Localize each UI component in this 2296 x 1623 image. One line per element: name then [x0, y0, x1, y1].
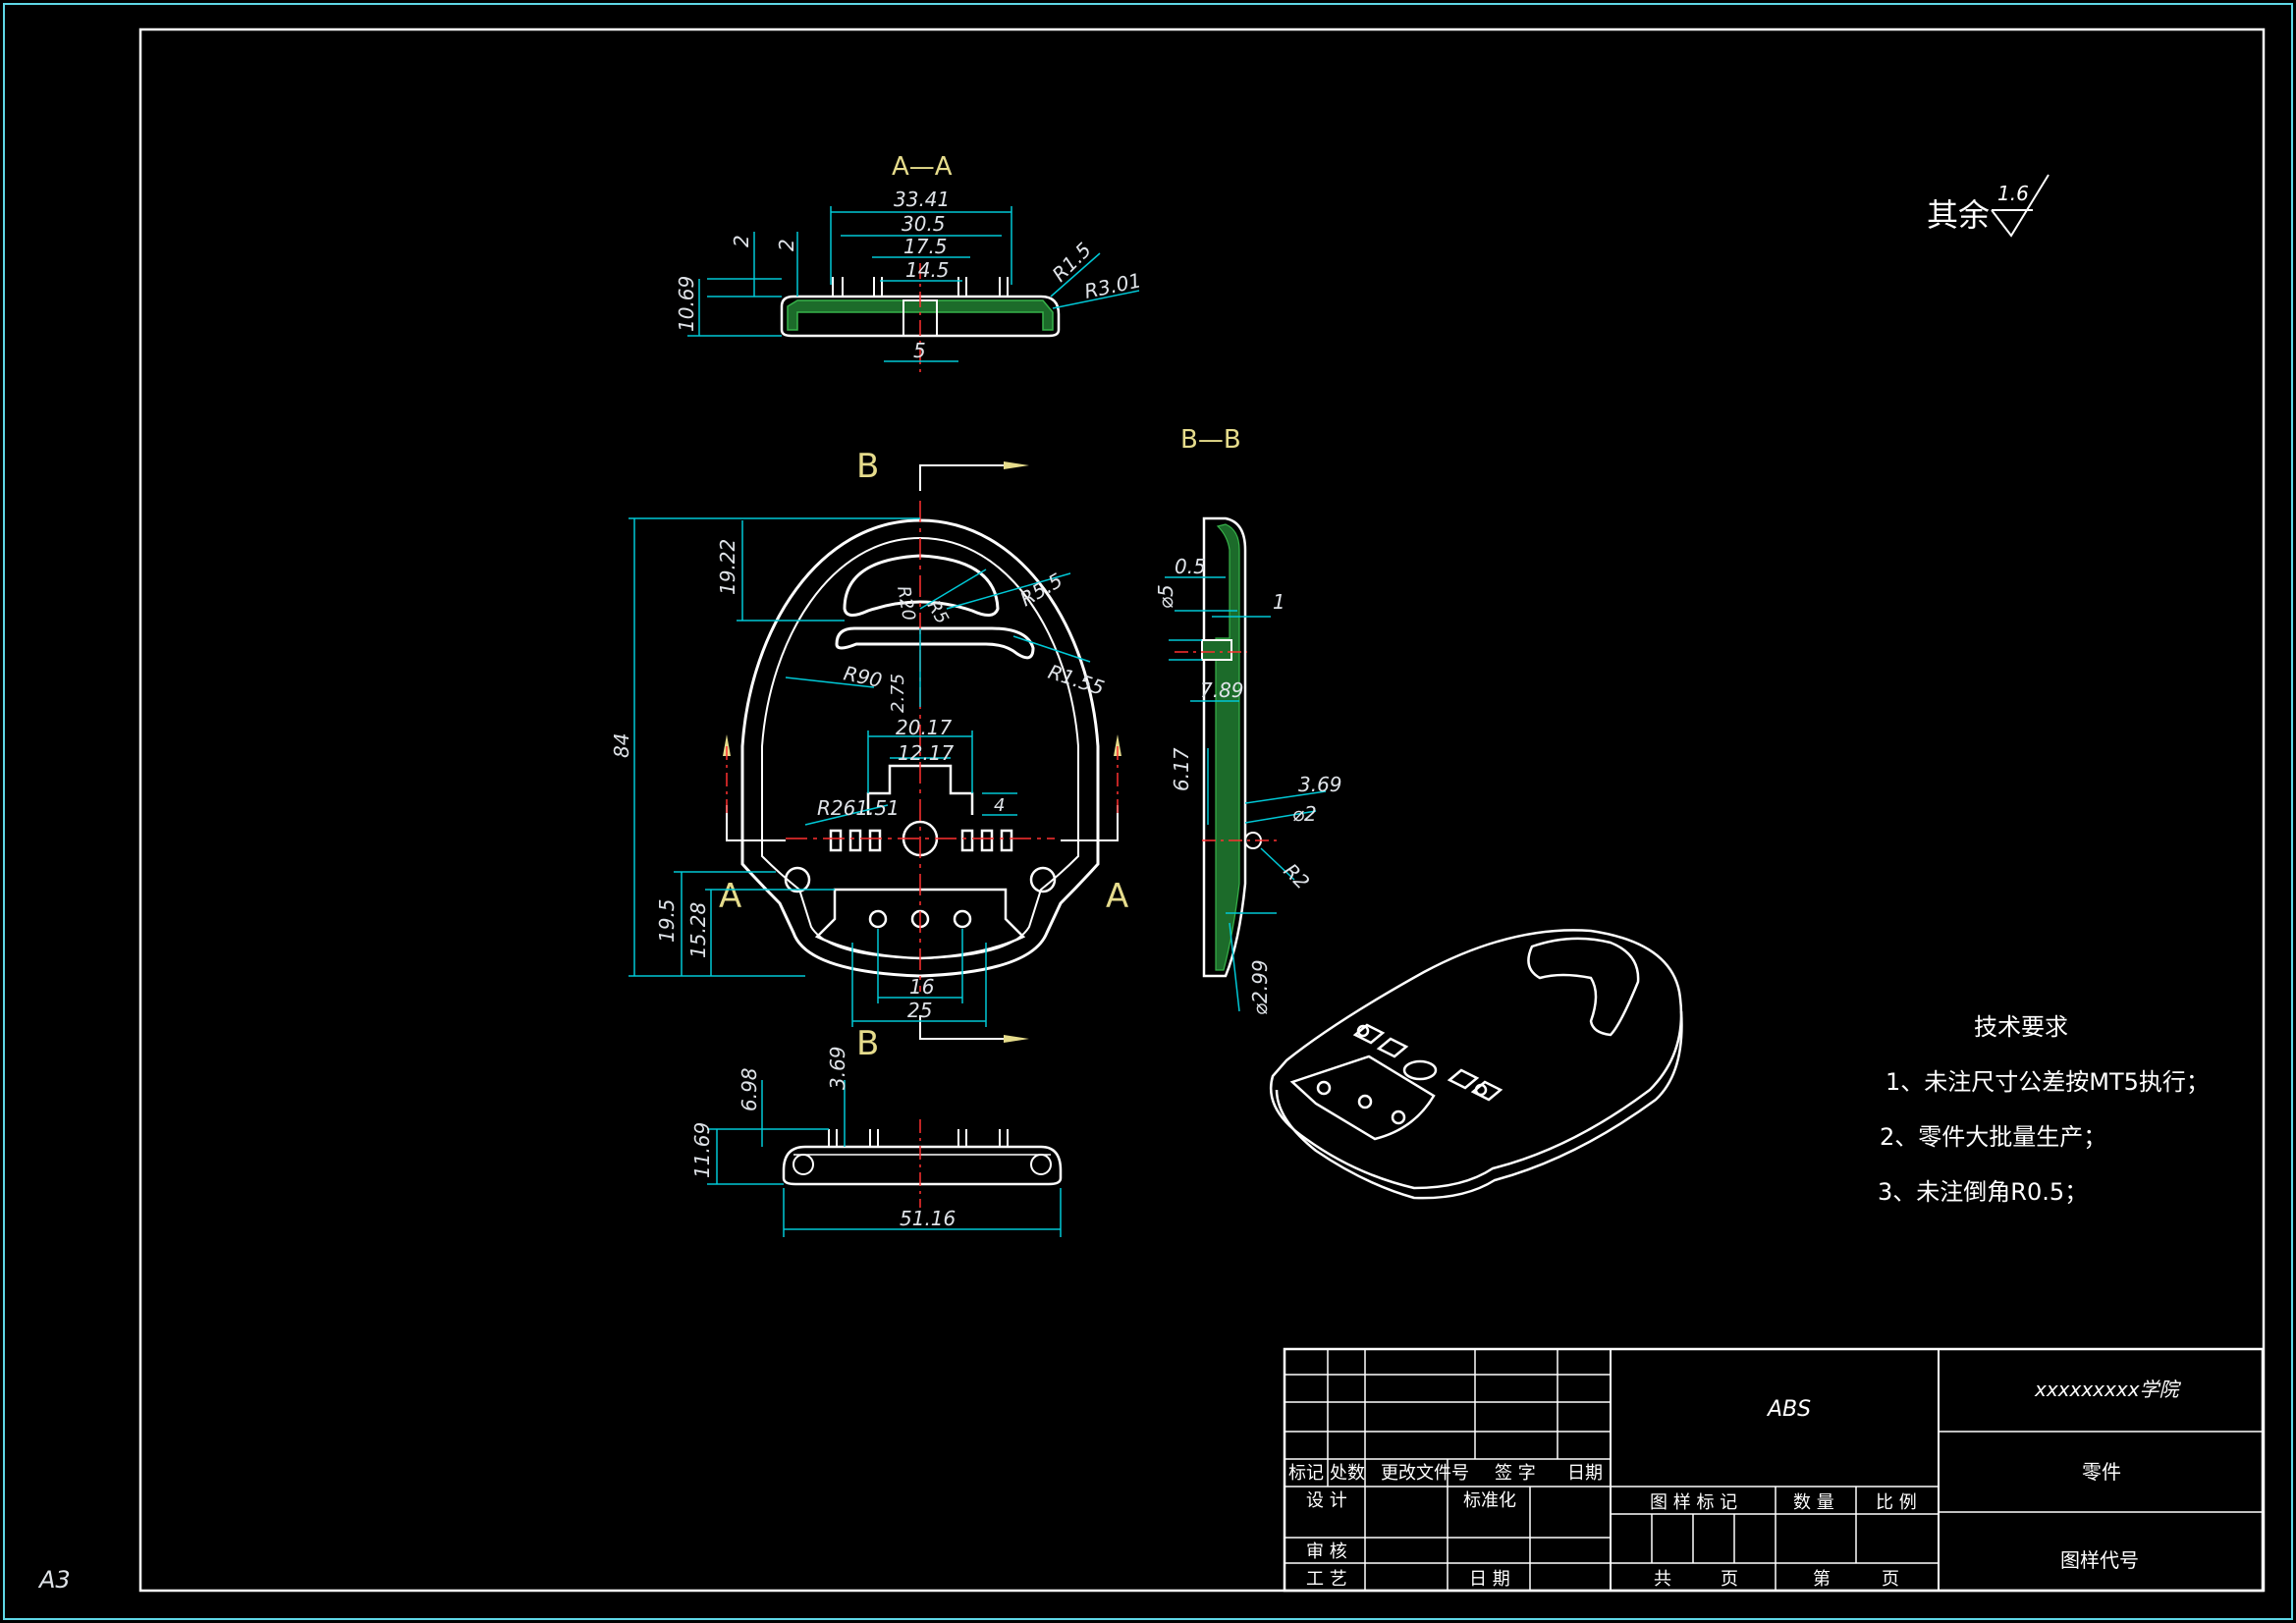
tb-date: 日 期: [1469, 1569, 1510, 1590]
cut-letter-b-bottom: B: [856, 1024, 879, 1063]
dim-front-15: 16: [909, 975, 934, 999]
cut-letter-a-left: A: [719, 877, 741, 916]
tb-part-name: 零件: [2082, 1460, 2121, 1484]
dim-aa-7: 10.69: [675, 276, 698, 332]
tech-req-item-2: 2、零件大批量生产；: [1880, 1123, 2106, 1151]
tb-process: 工 艺: [1306, 1569, 1347, 1590]
section-aa-hatch: [787, 299, 1054, 331]
dim-aa-3: 17.5: [903, 235, 948, 258]
section-bb-label: B—B: [1180, 425, 1241, 455]
dim-front-16: 25: [907, 999, 932, 1022]
dim-aa-5: 2: [730, 235, 753, 247]
isometric-view: [1269, 929, 1683, 1200]
tb-rev-date: 日期: [1567, 1463, 1603, 1484]
dim-bottom-2: 3.69: [826, 1046, 849, 1090]
dim-bb-5: 6.17: [1170, 747, 1193, 791]
tb-drawing-mark: 图 样 标 记: [1650, 1492, 1737, 1513]
dim-bottom-3: 11.69: [690, 1122, 714, 1178]
section-bb-boss: [1201, 639, 1232, 661]
tb-drawing-code: 图样代号: [2060, 1548, 2139, 1572]
front-lower-slot: [835, 626, 1035, 660]
dim-aa-1: 33.41: [894, 188, 950, 211]
tb-rev-sign: 签 字: [1495, 1463, 1536, 1484]
dim-aa-9: R3.01: [1082, 268, 1143, 303]
dim-aa-6: 2: [775, 239, 798, 251]
outer-border: [3, 3, 2293, 1620]
tb-total: 共: [1654, 1569, 1671, 1590]
surface-finish-symbol: 其余 1.6: [1927, 174, 2050, 238]
bottom-outline: [782, 1145, 1063, 1186]
dim-aa-10: 5: [913, 339, 926, 362]
dim-bb-4: 7.89: [1200, 678, 1244, 702]
dim-front-9: 20.17: [896, 716, 953, 739]
sheet-size-label: A3: [37, 1566, 71, 1594]
dim-front-5: R5.5: [1016, 568, 1067, 612]
tb-scale: 比 例: [1876, 1492, 1917, 1513]
cut-letter-a-right: A: [1106, 877, 1128, 916]
bottom-view: 6.98 3.69 11.69 51.16: [690, 1046, 1063, 1237]
dim-front-8: 2.75: [888, 674, 908, 713]
dim-bottom-1: 6.98: [738, 1067, 761, 1111]
dim-front-6: R1.55: [1045, 660, 1107, 700]
dim-aa-2: 30.5: [902, 212, 946, 236]
dim-aa-4: 14.5: [905, 258, 950, 282]
dim-bb-1: 0.5: [1175, 555, 1206, 578]
tech-requirements: 技术要求 1、未注尺寸公差按MT5执行； 2、零件大批量生产； 3、未注倒角R0…: [1878, 1013, 2210, 1206]
dim-bb-2: ⌀5: [1154, 584, 1177, 609]
dim-front-11: R261.51: [817, 796, 900, 820]
front-view: B B A A: [610, 447, 1128, 1063]
dim-front-2: 84: [610, 733, 633, 758]
dim-front-7: R90: [842, 661, 884, 692]
tb-quantity: 数 量: [1793, 1492, 1834, 1513]
tb-rev-count: 处数: [1330, 1463, 1365, 1484]
tech-req-title: 技术要求: [1974, 1013, 2068, 1041]
tb-material: ABS: [1766, 1397, 1811, 1422]
tb-page-1: 页: [1721, 1569, 1738, 1590]
section-aa-view: A—A 33.41 30.5 17.: [675, 152, 1143, 375]
dim-bb-9: ⌀2.99: [1248, 959, 1272, 1015]
tb-rev-mark: 标记: [1288, 1463, 1324, 1484]
dim-front-14: 15.28: [686, 902, 710, 958]
inner-frame: [138, 27, 2266, 1593]
tb-design: 设 计: [1306, 1490, 1347, 1511]
cut-letter-b-top: B: [856, 447, 879, 486]
tech-req-item-1: 1、未注尺寸公差按MT5执行；: [1886, 1068, 2210, 1096]
title-block: 标记 处数 更改文件号 签 字 日期 设 计 标准化 审 核 工 艺 日 期 A…: [1283, 1347, 2265, 1593]
surface-finish-value: 1.6: [1997, 182, 2029, 205]
dim-front-1: 19.22: [716, 539, 739, 595]
dim-front-13: 19.5: [655, 898, 679, 943]
section-aa-label: A—A: [892, 152, 953, 182]
section-bb-outline: [1202, 516, 1247, 978]
tb-sheet-no: 第: [1813, 1569, 1831, 1590]
tb-review: 审 核: [1306, 1542, 1347, 1562]
dim-bb-8: R2: [1279, 859, 1314, 894]
tb-standardize: 标准化: [1463, 1490, 1516, 1511]
front-upper-slot: [843, 554, 1000, 617]
section-bb-view: B—B 0.5 ⌀5 1 7.89 6.17 3.69 ⌀2 R2 ⌀2.99: [1154, 425, 1342, 1015]
tb-rev-doc: 更改文件号: [1381, 1463, 1469, 1484]
surface-finish-label: 其余: [1927, 196, 1990, 234]
dim-bb-3: 1: [1273, 590, 1285, 614]
tb-school: xxxxxxxxx学院: [2034, 1378, 2182, 1401]
tb-page-2: 页: [1882, 1569, 1899, 1590]
dim-front-3: R20: [893, 584, 919, 622]
section-aa-outline: [780, 295, 1061, 338]
tech-req-item-3: 3、未注倒角R0.5；: [1878, 1178, 2088, 1206]
dim-front-12: 4: [994, 795, 1005, 816]
dim-bottom-4: 51.16: [900, 1207, 956, 1230]
dim-bb-7: ⌀2: [1292, 802, 1317, 826]
section-bb-hatch: [1215, 523, 1240, 971]
dim-bb-6: 3.69: [1298, 773, 1342, 796]
dim-front-10: 12.17: [898, 741, 955, 765]
